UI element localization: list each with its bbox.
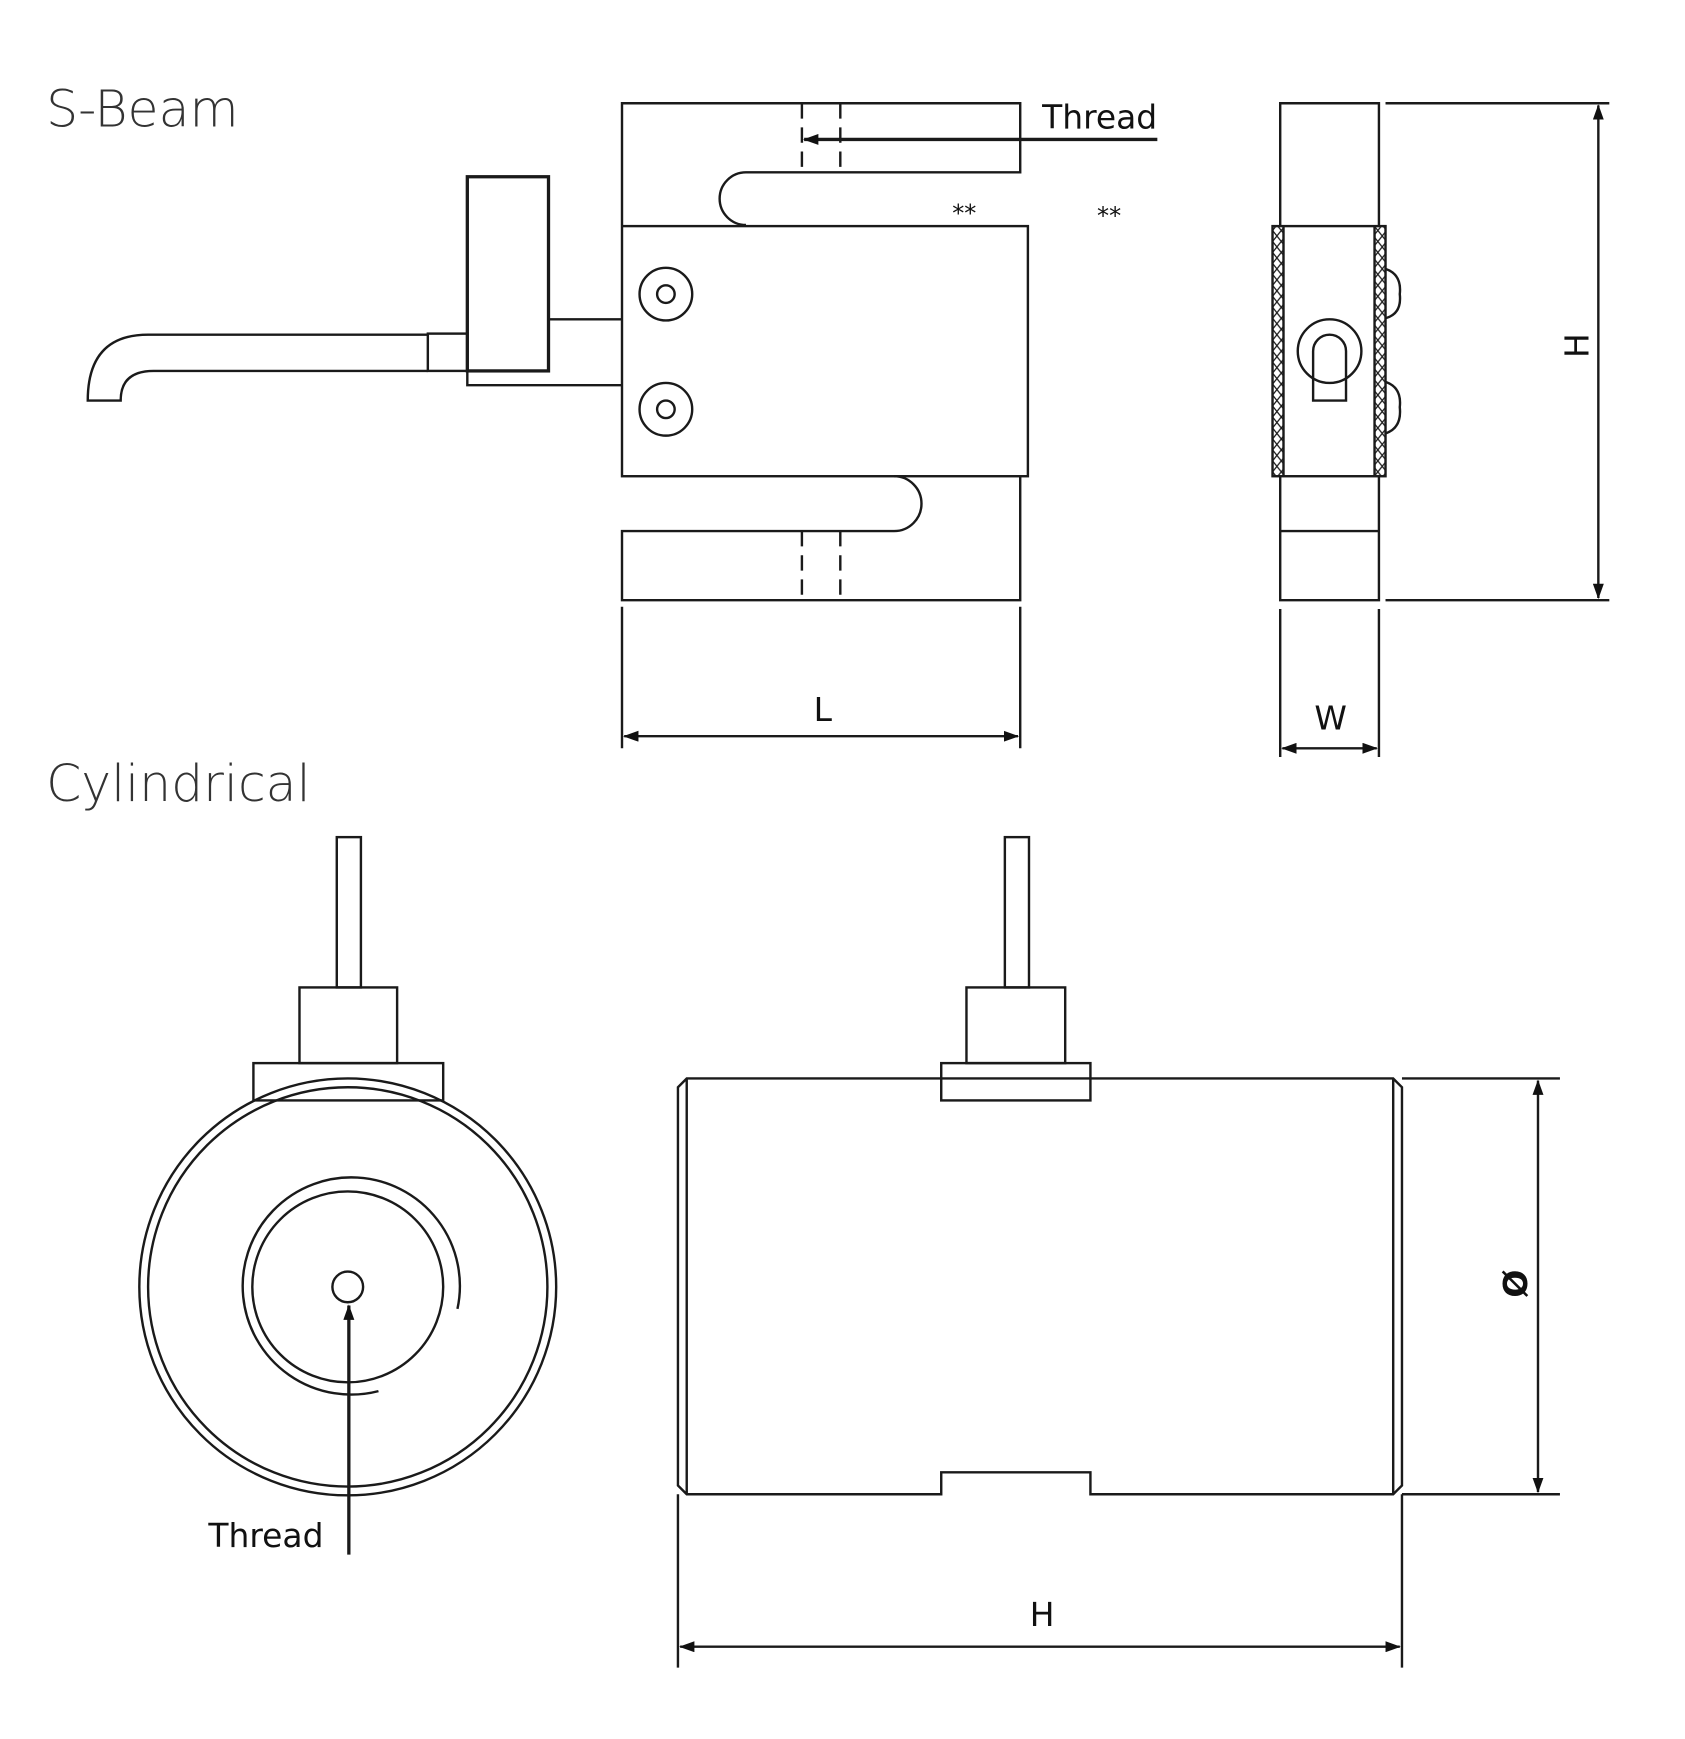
dim-height-label: H bbox=[1557, 333, 1596, 358]
cylindrical-end-view: Thread bbox=[138, 835, 558, 1555]
s-beam-side-view: H W bbox=[1271, 102, 1610, 758]
cylindrical-title: Cylindrical bbox=[46, 754, 311, 813]
cable bbox=[86, 333, 428, 402]
note-mark: ** bbox=[952, 200, 976, 228]
mounting-hole bbox=[638, 266, 694, 322]
s-beam-thread-label: Thread bbox=[1041, 97, 1157, 136]
mounting-hole bbox=[638, 381, 694, 437]
cable-gland bbox=[426, 332, 469, 373]
dim-diameter-label: Ø bbox=[1496, 1270, 1535, 1298]
dim-length-label: L bbox=[814, 690, 833, 729]
dim-width-label: W bbox=[1314, 699, 1347, 738]
note-mark: ** bbox=[1097, 202, 1121, 230]
cylindrical-side-view: Ø H bbox=[676, 835, 1560, 1668]
connector-housing bbox=[465, 175, 551, 373]
cylindrical-thread-label: Thread bbox=[207, 1516, 323, 1555]
s-beam-front-view: Thread ** ** L bbox=[86, 97, 1158, 749]
s-beam-title: S-Beam bbox=[46, 79, 239, 138]
dim-height-label: H bbox=[1030, 1595, 1055, 1634]
